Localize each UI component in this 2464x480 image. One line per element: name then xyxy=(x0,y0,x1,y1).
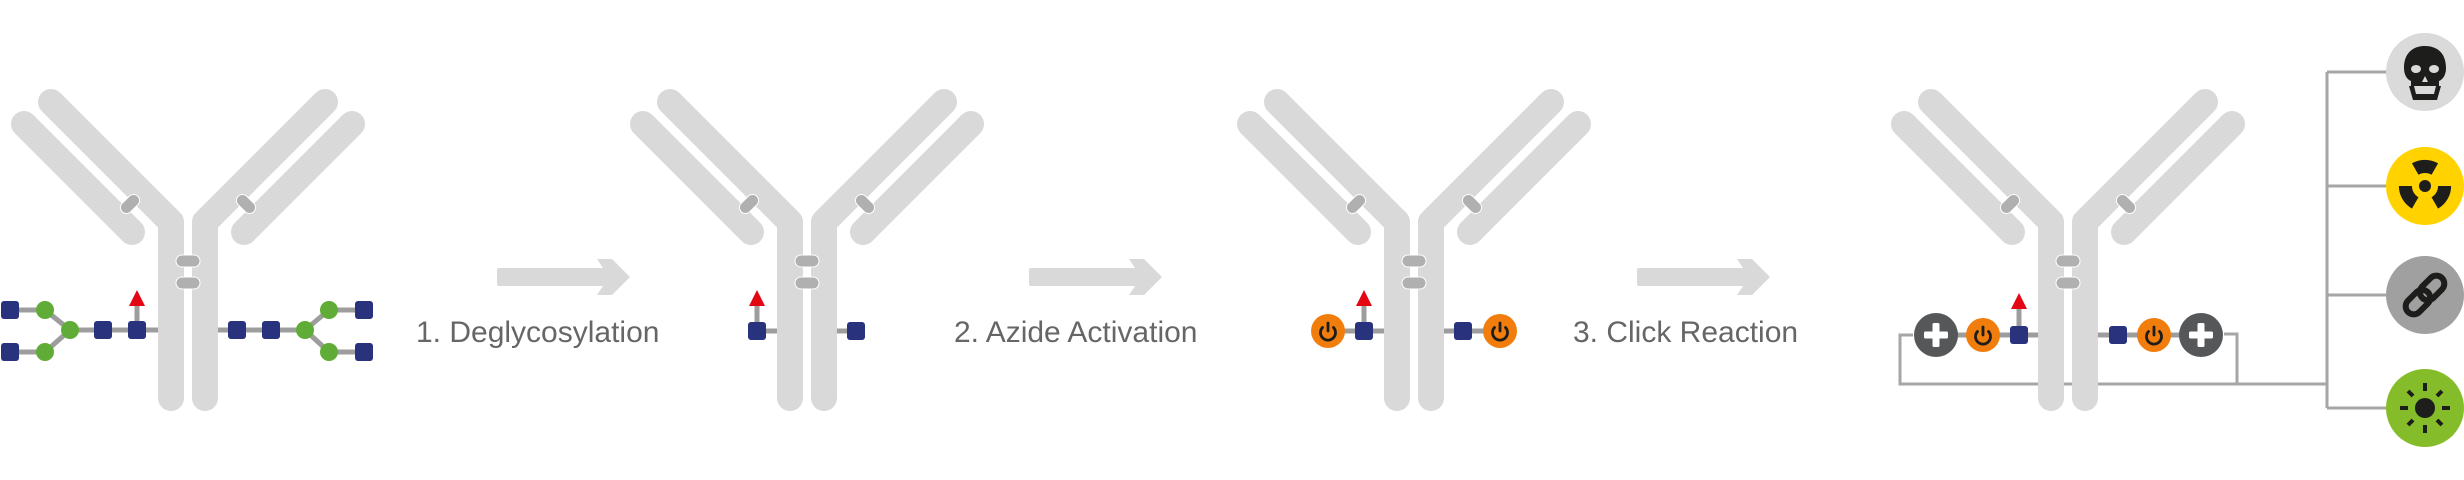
antibody-shape xyxy=(1904,102,2232,398)
payload-linker xyxy=(2386,256,2464,334)
fucose-triangle xyxy=(2011,293,2027,309)
glcnac-square xyxy=(748,322,766,340)
payload-radionuclide xyxy=(2386,147,2464,225)
payload-fluorophore xyxy=(2386,369,2464,447)
mannose-circle xyxy=(36,301,54,319)
fucose-triangle xyxy=(749,290,765,306)
mannose-circle xyxy=(320,343,338,361)
sun-icon xyxy=(2400,383,2450,433)
glycan-right xyxy=(218,301,373,361)
glcnac-square xyxy=(1355,322,1373,340)
step-arrow-2 xyxy=(1029,259,1162,295)
antibody-shape xyxy=(24,102,352,398)
antibody-glycosylated xyxy=(1,102,373,398)
glcnac-square xyxy=(1454,322,1472,340)
glcnac-square xyxy=(94,321,112,339)
mannose-circle xyxy=(296,321,314,339)
antibody-conjugated xyxy=(1904,102,2232,398)
azide-group-right xyxy=(2137,318,2171,352)
glcnac-square xyxy=(847,322,865,340)
fucose-triangle xyxy=(129,290,145,306)
step-label-azide-activation: 2. Azide Activation xyxy=(954,316,1198,349)
glcnac-square xyxy=(262,321,280,339)
mannose-circle xyxy=(61,321,79,339)
antibody-shape xyxy=(1250,102,1578,398)
azide-group-left xyxy=(1311,314,1345,348)
mannose-circle xyxy=(320,301,338,319)
glcnac-square xyxy=(1,343,19,361)
glcnac-square xyxy=(128,321,146,339)
chain-link-icon xyxy=(2402,272,2448,318)
glcnac-square xyxy=(228,321,246,339)
step-label-deglycosylation: 1. Deglycosylation xyxy=(416,316,659,349)
azide-group-right xyxy=(1483,314,1517,348)
click-payload-left xyxy=(1914,313,1958,357)
step-label-click-reaction: 3. Click Reaction xyxy=(1573,316,1798,349)
glycan-left xyxy=(1,290,158,361)
antibody-deglycosylated xyxy=(643,102,971,398)
glcnac-square xyxy=(1,301,19,319)
skull-icon xyxy=(2404,46,2446,100)
antibody-shape xyxy=(643,102,971,398)
glcnac-square xyxy=(355,343,373,361)
glcnac-square xyxy=(2109,326,2127,344)
fucose-triangle xyxy=(1356,290,1372,306)
radiation-icon xyxy=(2398,159,2452,209)
antibody-azide-activated xyxy=(1250,102,1578,398)
step-arrow-1 xyxy=(497,259,630,295)
step-arrow-3 xyxy=(1637,259,1770,295)
bracket-lines xyxy=(1898,70,2390,410)
azide-group-left xyxy=(1966,318,2000,352)
click-payload-right xyxy=(2179,313,2223,357)
glcnac-square xyxy=(355,301,373,319)
mannose-circle xyxy=(36,343,54,361)
payload-toxin xyxy=(2386,33,2464,111)
glcnac-square xyxy=(2010,326,2028,344)
